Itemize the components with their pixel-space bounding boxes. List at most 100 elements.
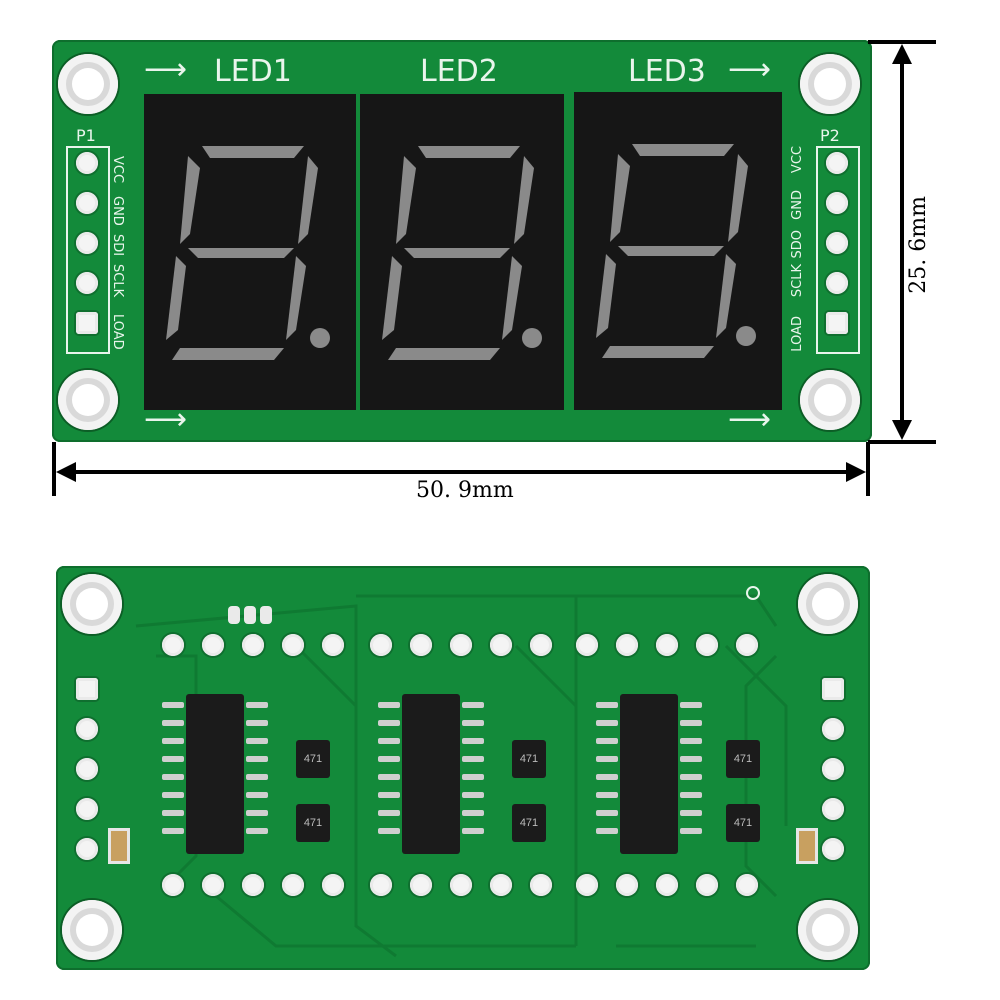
solder-pad — [490, 874, 512, 896]
p2-header-label: P2 — [820, 126, 840, 145]
solder-pad — [576, 874, 598, 896]
header-pad — [76, 678, 98, 700]
solder-pad — [322, 874, 344, 896]
resistor-array: 471 — [512, 740, 546, 778]
solder-pad — [656, 874, 678, 896]
header-pad — [822, 718, 844, 740]
header-pad — [76, 798, 98, 820]
p1-pin-outline — [66, 146, 110, 354]
solder-pad — [370, 634, 392, 656]
solder-pad — [242, 874, 264, 896]
solder-pad — [370, 874, 392, 896]
led3-label: LED3 — [628, 54, 706, 89]
resistor-array: 471 — [726, 740, 760, 778]
shift-register-ic — [402, 694, 460, 854]
p1-header-label: P1 — [76, 126, 96, 145]
p2-pin — [826, 232, 848, 254]
fiducial-mark — [746, 586, 760, 600]
shift-register-ic — [620, 694, 678, 854]
resistor-array: 471 — [296, 804, 330, 842]
solder-pad — [202, 634, 224, 656]
resistor-array: 471 — [296, 740, 330, 778]
p1-pin — [76, 312, 98, 334]
mounting-hole-icon — [800, 54, 860, 114]
solder-bridge — [260, 606, 272, 624]
width-dimension-label: 50. 9mm — [416, 478, 514, 503]
seven-segment-icon — [166, 146, 330, 360]
seven-segment-digit-3 — [574, 92, 782, 410]
arrow-right-icon: ⟶ — [728, 52, 772, 87]
mounting-hole-icon — [62, 574, 122, 634]
front-pcb: ⟶ LED1 LED2 LED3 ⟶ ⟶ ⟶ P1 VCC GND SDI SC… — [52, 40, 872, 442]
mounting-hole-icon — [58, 370, 118, 430]
header-pad — [76, 838, 98, 860]
solder-pad — [242, 634, 264, 656]
p2-pin — [826, 152, 848, 174]
solder-pad — [490, 634, 512, 656]
capacitor — [796, 828, 818, 864]
header-pad — [822, 758, 844, 780]
resistor-marking: 471 — [733, 817, 753, 829]
shift-register-ic — [186, 694, 244, 854]
resistor-marking: 471 — [519, 817, 539, 829]
header-pad — [822, 678, 844, 700]
p1-sclk-label: SCLK — [110, 264, 125, 298]
header-pad — [76, 718, 98, 740]
p1-pin — [76, 232, 98, 254]
solder-pad — [162, 874, 184, 896]
resistor-marking: 471 — [303, 753, 323, 765]
header-pad — [76, 758, 98, 780]
p1-gnd-label: GND — [110, 196, 125, 226]
p2-pin-outline — [816, 146, 860, 354]
solder-pad — [202, 874, 224, 896]
p1-vcc-label: VCC — [110, 156, 125, 184]
solder-pad — [162, 634, 184, 656]
solder-pad — [656, 634, 678, 656]
height-dimension-label: 25. 6mm — [906, 196, 931, 294]
solder-pad — [530, 874, 552, 896]
seven-segment-icon — [596, 144, 756, 358]
resistor-array: 471 — [726, 804, 760, 842]
solder-bridge — [228, 606, 240, 624]
solder-pad — [410, 634, 432, 656]
seven-segment-digit-2 — [360, 94, 564, 410]
arrow-right-icon: ⟶ — [144, 52, 188, 87]
solder-pad — [450, 874, 472, 896]
solder-pad — [322, 634, 344, 656]
p1-load-label: LOAD — [110, 314, 125, 350]
resistor-marking: 471 — [303, 817, 323, 829]
resistor-marking: 471 — [519, 753, 539, 765]
back-pcb: 471 471 471 471 471 471 — [56, 566, 870, 970]
solder-pad — [282, 634, 304, 656]
solder-pad — [616, 874, 638, 896]
p1-pin — [76, 272, 98, 294]
solder-pad — [530, 634, 552, 656]
mounting-hole-icon — [798, 900, 858, 960]
solder-pad — [410, 874, 432, 896]
p2-pin — [826, 312, 848, 334]
mounting-hole-icon — [798, 574, 858, 634]
solder-pad — [282, 874, 304, 896]
solder-pad — [696, 874, 718, 896]
mounting-hole-icon — [62, 900, 122, 960]
solder-pad — [696, 634, 718, 656]
resistor-array: 471 — [512, 804, 546, 842]
solder-pad — [736, 634, 758, 656]
led2-label: LED2 — [420, 54, 498, 89]
p2-pin — [826, 192, 848, 214]
capacitor — [108, 828, 130, 864]
p1-pin — [76, 192, 98, 214]
mounting-hole-icon — [800, 370, 860, 430]
led1-label: LED1 — [214, 54, 292, 89]
seven-segment-icon — [382, 146, 542, 360]
seven-segment-digit-1 — [144, 94, 356, 410]
solder-bridge — [244, 606, 256, 624]
solder-pad — [576, 634, 598, 656]
header-pad — [822, 838, 844, 860]
header-pad — [822, 798, 844, 820]
p2-pin — [826, 272, 848, 294]
solder-pad — [736, 874, 758, 896]
p1-pin — [76, 152, 98, 174]
p1-sdi-label: SDI — [110, 234, 125, 257]
solder-pad — [616, 634, 638, 656]
